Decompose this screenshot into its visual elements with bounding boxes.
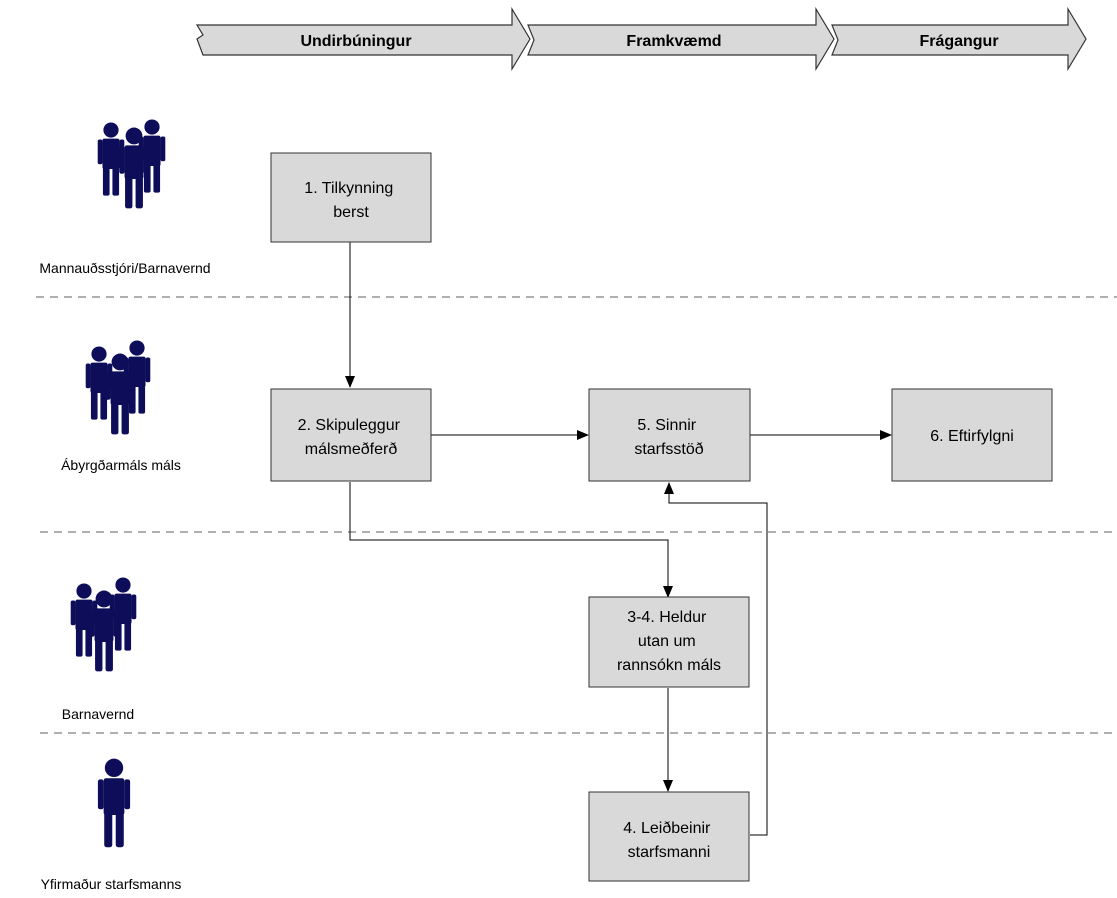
phase-arrow-completion: Frágangur <box>831 6 1087 72</box>
step-box-2: 2. Skipuleggur málsmeðferð <box>270 388 432 482</box>
step-text: málsmeðferð <box>305 441 398 458</box>
step-text: starfsstöð <box>634 441 703 458</box>
svg-text:1. Tilkynning berst: 1. Tilkynning berst <box>304 180 397 221</box>
step-box-3-4: 3-4. Heldur utan um rannsókn máls <box>588 596 750 688</box>
lane-label: Barnavernd <box>62 706 134 722</box>
step-box-6: 6. Eftirfylgni <box>891 388 1053 482</box>
connectors <box>345 242 892 836</box>
lane-label: Yfirmaður starfsmanns <box>41 876 182 892</box>
person-icon <box>97 758 131 848</box>
step-text: starfsmanni <box>628 844 711 861</box>
step-text: 2. Skipuleggur <box>298 417 401 434</box>
step-text: 5. Sinnir <box>637 417 696 434</box>
group-icon <box>85 340 151 435</box>
phase-label: Undirbúningur <box>300 33 411 50</box>
step-text: 4. Leiðbeinir <box>623 820 711 837</box>
step-text: berst <box>333 204 369 221</box>
lane-label: Ábyrgðarmáls máls <box>61 457 181 473</box>
phase-label: Framkvæmd <box>626 33 721 50</box>
connector-4-to-5 <box>664 482 768 836</box>
step-box-4: 4. Leiðbeinir starfsmanni <box>588 791 750 882</box>
step-text: rannsókn máls <box>617 657 721 674</box>
step-box-1: 1. Tilkynning berst <box>270 152 432 243</box>
phase-label: Frágangur <box>919 33 998 50</box>
phase-arrow-preparation: Undirbúningur <box>195 6 531 72</box>
group-icon <box>97 119 166 209</box>
svg-text:4. Leiðbeinir starfsmann: 4. Leiðbeinir starfsmanni <box>623 820 715 861</box>
group-icon <box>70 577 137 672</box>
step-text: 3-4. Heldur <box>627 609 707 626</box>
svg-text:2. Skipuleggur málsmeðfe: 2. Skipuleggur málsmeðferð <box>298 417 405 458</box>
lane-label: Mannauðsstjóri/Barnavernd <box>39 260 210 276</box>
step-text: 6. Eftirfylgni <box>930 428 1014 445</box>
svg-text:3-4. Heldur utan um: 3-4. Heldur utan um rannsókn máls <box>617 609 721 674</box>
step-text: utan um <box>638 633 696 650</box>
step-text: 1. Tilkynning <box>304 180 393 197</box>
connector-2-to-34 <box>349 482 673 598</box>
phase-arrow-execution: Framkvæmd <box>527 6 835 72</box>
step-box-5: 5. Sinnir starfsstöð <box>588 388 751 482</box>
svg-text:5. Sinnir starfsstöð: 5. Sinnir starfsstöð <box>634 417 703 458</box>
svg-text:6. Eftirfylgni: 6. Eftirfylgni <box>930 428 1014 445</box>
